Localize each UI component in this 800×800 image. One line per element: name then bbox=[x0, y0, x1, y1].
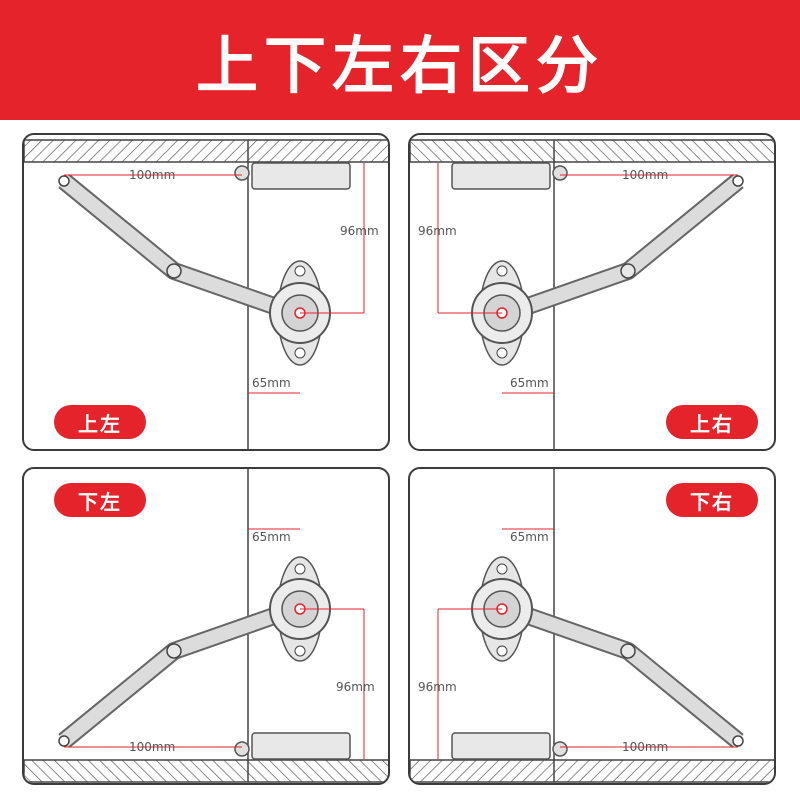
base-screw bbox=[496, 265, 508, 277]
arm-end-screw bbox=[732, 175, 744, 187]
cabinet-board bbox=[24, 759, 388, 783]
panel-bottom-right: 100mm 96mm 65mm 下右 bbox=[408, 467, 776, 785]
base-screw bbox=[294, 347, 306, 359]
arm-end-screw bbox=[58, 175, 70, 187]
panel-top-left: 100mm 96mm 65mm 上左 bbox=[22, 133, 390, 451]
arm-joint bbox=[620, 263, 636, 279]
page-title: 上下左右区分 bbox=[195, 29, 604, 102]
arm-joint bbox=[166, 643, 182, 659]
panel-bottom-left: 100mm 96mm 65mm 下左 bbox=[22, 467, 390, 785]
dim-offset-label: 65mm bbox=[252, 530, 291, 544]
panel-top-right: 100mm 96mm 65mm 上右 bbox=[408, 133, 776, 451]
mount-bracket bbox=[451, 732, 551, 760]
cabinet-board bbox=[410, 759, 774, 783]
hinge-diagram-top-right: 100mm 96mm 65mm bbox=[410, 139, 774, 449]
panel-label-badge: 下左 bbox=[54, 483, 146, 517]
panel-label-badge: 下右 bbox=[666, 483, 758, 517]
pivot-joint bbox=[234, 741, 250, 757]
pivot-joint bbox=[234, 165, 250, 181]
cabinet-board bbox=[24, 139, 388, 163]
header-banner: 上下左右区分 bbox=[0, 0, 800, 120]
dim-horizontal-label: 100mm bbox=[622, 740, 668, 754]
hinge-diagram-top-left: 100mm 96mm 65mm bbox=[24, 139, 388, 449]
dim-offset-label: 65mm bbox=[252, 376, 291, 390]
dim-vertical-label: 96mm bbox=[340, 224, 379, 238]
pivot-joint bbox=[552, 165, 568, 181]
arm-end-screw bbox=[58, 735, 70, 747]
dim-vertical-label: 96mm bbox=[336, 680, 375, 694]
dim-horizontal-label: 100mm bbox=[129, 168, 175, 182]
base-screw bbox=[294, 265, 306, 277]
hinge-diagram-bottom-left: 100mm 96mm 65mm bbox=[24, 469, 388, 783]
base-screw bbox=[496, 645, 508, 657]
hinge-diagram-bottom-right: 100mm 96mm 65mm bbox=[410, 469, 774, 783]
mount-bracket bbox=[451, 162, 551, 190]
dim-horizontal-label: 100mm bbox=[622, 168, 668, 182]
base-screw bbox=[496, 347, 508, 359]
arm-joint bbox=[620, 643, 636, 659]
mount-bracket bbox=[251, 732, 351, 760]
pivot-joint bbox=[552, 741, 568, 757]
cabinet-board bbox=[410, 139, 774, 163]
arm-end-screw bbox=[732, 735, 744, 747]
base-screw bbox=[294, 563, 306, 575]
mount-bracket bbox=[251, 162, 351, 190]
panel-label-badge: 上右 bbox=[666, 405, 758, 439]
dim-horizontal-label: 100mm bbox=[129, 740, 175, 754]
dim-offset-label: 65mm bbox=[510, 376, 549, 390]
dim-vertical-label: 96mm bbox=[418, 680, 457, 694]
base-screw bbox=[496, 563, 508, 575]
dim-vertical-label: 96mm bbox=[418, 224, 457, 238]
base-screw bbox=[294, 645, 306, 657]
panel-label-badge: 上左 bbox=[54, 405, 146, 439]
dim-offset-label: 65mm bbox=[510, 530, 549, 544]
arm-joint bbox=[166, 263, 182, 279]
